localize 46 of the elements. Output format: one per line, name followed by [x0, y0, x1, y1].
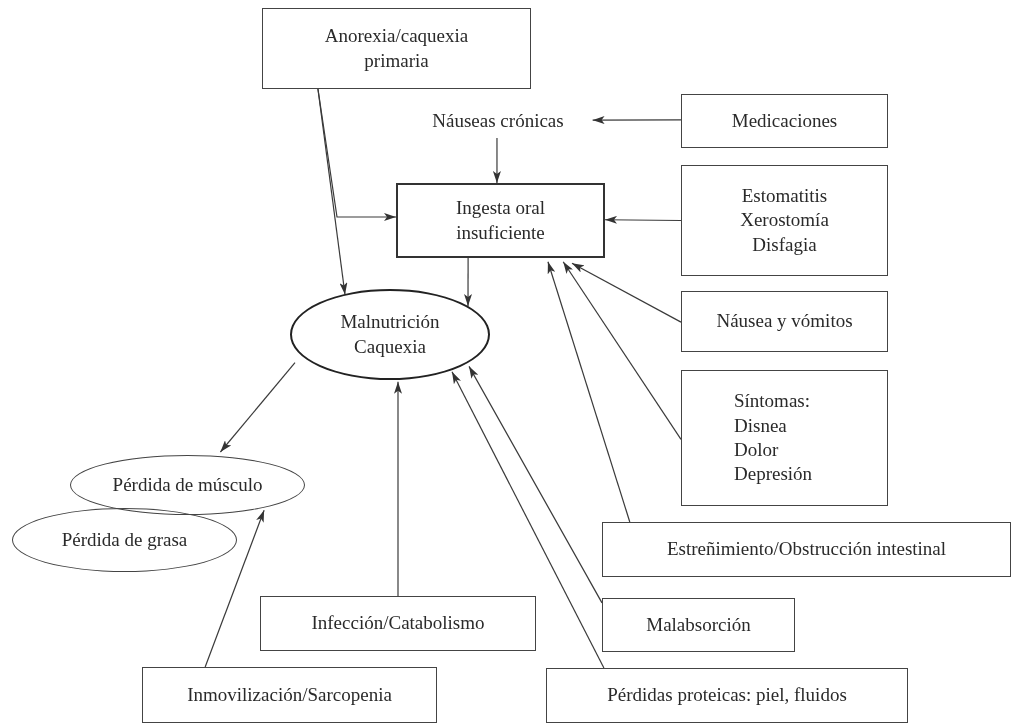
node-label: Pérdidas proteicas: piel, fluidos [607, 683, 847, 708]
cause-box [602, 598, 795, 652]
node-label: Disfagia [752, 232, 817, 257]
cause-box [142, 667, 437, 723]
arrow [204, 509, 265, 668]
cause-box [681, 291, 888, 352]
arrow [468, 365, 603, 604]
node-label: Malabsorción [646, 612, 751, 637]
arrow [562, 261, 682, 440]
cause-box [546, 668, 908, 723]
arrow [492, 137, 501, 184]
arrow [219, 362, 296, 453]
node-label: Náusea y vómitos [716, 309, 853, 334]
outcome-ellipse [290, 289, 490, 380]
list-item: Depresión [734, 462, 813, 487]
node-label: Náuseas crónicas [432, 108, 564, 133]
cause-box [260, 596, 536, 651]
node-label: Estomatitis [741, 184, 828, 209]
node-label: Caquexia [354, 334, 426, 359]
list-item: Dolor [734, 438, 779, 462]
node-label: Infección/Catabolismo [311, 611, 485, 636]
node-label: Malnutrición [340, 310, 440, 335]
cause-box [681, 370, 888, 506]
arrow [451, 371, 605, 669]
central-box [396, 183, 605, 258]
list-heading: Síntomas: [734, 389, 810, 414]
list-item: Disnea [734, 413, 787, 438]
cause-box [681, 94, 888, 148]
arrow [604, 215, 682, 224]
node-label: Pérdida de músculo [112, 472, 263, 497]
node-label: Anorexia/caquexia primaria [323, 24, 470, 73]
node-label: Xerostomía [740, 208, 829, 233]
node-label: Inmovilización/Sarcopenia [187, 682, 392, 707]
cause-box [681, 165, 888, 276]
arrow [547, 261, 631, 523]
arrow [317, 88, 397, 221]
arrow [592, 116, 682, 125]
arrow [464, 257, 473, 307]
cause-box [602, 522, 1011, 577]
node-label: Estreñimiento/Obstrucción intestinal [666, 537, 947, 562]
cause-box [262, 8, 531, 89]
node-label: Ingesta oral insuficiente [454, 196, 547, 245]
node-label: Medicaciones [731, 108, 838, 133]
arrow [571, 262, 682, 323]
node-label: Pérdida de grasa [61, 527, 188, 552]
arrow [394, 381, 402, 597]
